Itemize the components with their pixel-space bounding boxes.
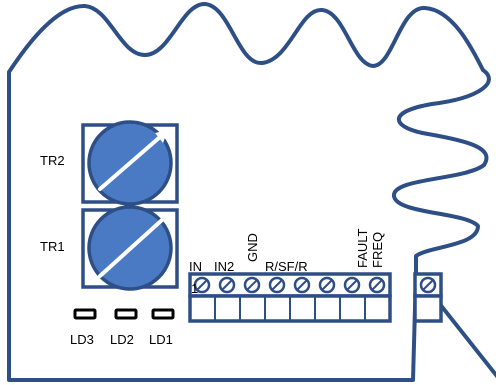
trimpot-tr1-slot — [98, 218, 164, 278]
led-ld1 — [151, 308, 175, 320]
led-ld1-label: LD1 — [149, 332, 173, 347]
terminal-label-in: IN — [189, 259, 202, 274]
terminal-pin1-label: 1 — [191, 281, 198, 296]
terminal-screw-8[interactable] — [368, 276, 386, 294]
terminal-screw-3[interactable] — [243, 276, 261, 294]
single-terminal-body — [413, 294, 443, 323]
led-ld3 — [73, 308, 97, 320]
trimpot-tr1-label: TR1 — [40, 239, 65, 254]
terminal-screw-2[interactable] — [218, 276, 236, 294]
arrow-icon — [155, 130, 168, 143]
terminal-screw-1[interactable] — [193, 276, 211, 294]
terminal-label-fault: FAULT — [355, 228, 370, 268]
terminal-screw-5[interactable] — [293, 276, 311, 294]
led-ld3-label: LD3 — [70, 332, 94, 347]
trimpot-tr1[interactable] — [81, 205, 179, 291]
terminal-screw-4[interactable] — [268, 276, 286, 294]
board-outline — [7, 1, 491, 382]
terminal-label-gnd: GND — [245, 233, 260, 262]
terminal-screw-6[interactable] — [318, 276, 336, 294]
led-ld2 — [114, 308, 138, 320]
terminal-screw-7[interactable] — [343, 276, 361, 294]
trimpot-tr2[interactable] — [81, 120, 179, 206]
terminal-label-rsfr: R/SF/R — [265, 259, 308, 274]
trimpot-tr2-slot — [98, 135, 162, 191]
terminal-label-freq: FREQ — [370, 232, 385, 268]
terminal-label-in2: IN2 — [214, 259, 234, 274]
led-ld2-label: LD2 — [110, 332, 134, 347]
single-terminal — [413, 272, 443, 323]
trimpot-tr2-label: TR2 — [40, 153, 65, 168]
single-terminal-screw[interactable] — [419, 276, 437, 294]
terminal-block — [188, 272, 392, 323]
